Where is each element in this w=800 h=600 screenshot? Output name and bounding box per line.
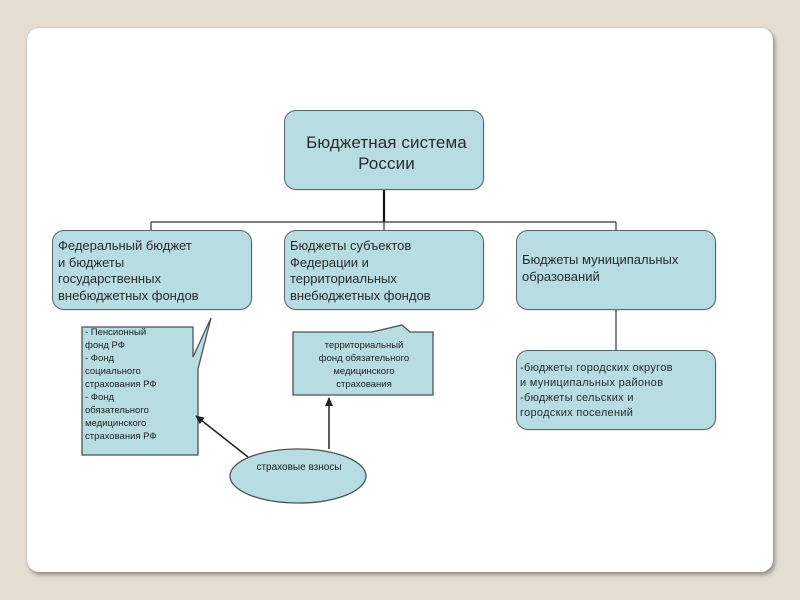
callout-territorial-fund-shape <box>292 324 434 396</box>
node-municipal-details: -бюджеты городских округов и муниципальн… <box>516 350 716 430</box>
callout-territorial-fund-label: территориальный фонд обязательного медиц… <box>318 340 410 390</box>
insurance-contributions-label: страховые взносы <box>256 462 342 473</box>
callout-federal-funds-shape <box>81 317 212 456</box>
node-federal-budget: Федеральный бюджет и бюджеты государстве… <box>52 230 252 310</box>
node-municipal-budgets-label: Бюджеты муниципальных образований <box>522 252 679 284</box>
node-municipal-details-label: -бюджеты городских округов и муниципальн… <box>520 362 673 419</box>
node-subject-budgets-label: Бюджеты субъектов Федерации и территориа… <box>290 238 431 303</box>
node-federal-budget-label: Федеральный бюджет и бюджеты государстве… <box>58 238 199 303</box>
arrow-to-federal-funds <box>195 415 249 458</box>
root-node-label: Бюджетная система России <box>306 133 467 173</box>
node-municipal-budgets: Бюджеты муниципальных образований <box>516 230 716 310</box>
callout-federal-funds-label: - Пенсионный фонд РФ - Фонд социального … <box>85 327 157 442</box>
node-subject-budgets: Бюджеты субъектов Федерации и территориа… <box>284 230 484 310</box>
insurance-contributions-ellipse <box>229 448 367 504</box>
root-node-budget-system: Бюджетная система России <box>284 110 484 190</box>
